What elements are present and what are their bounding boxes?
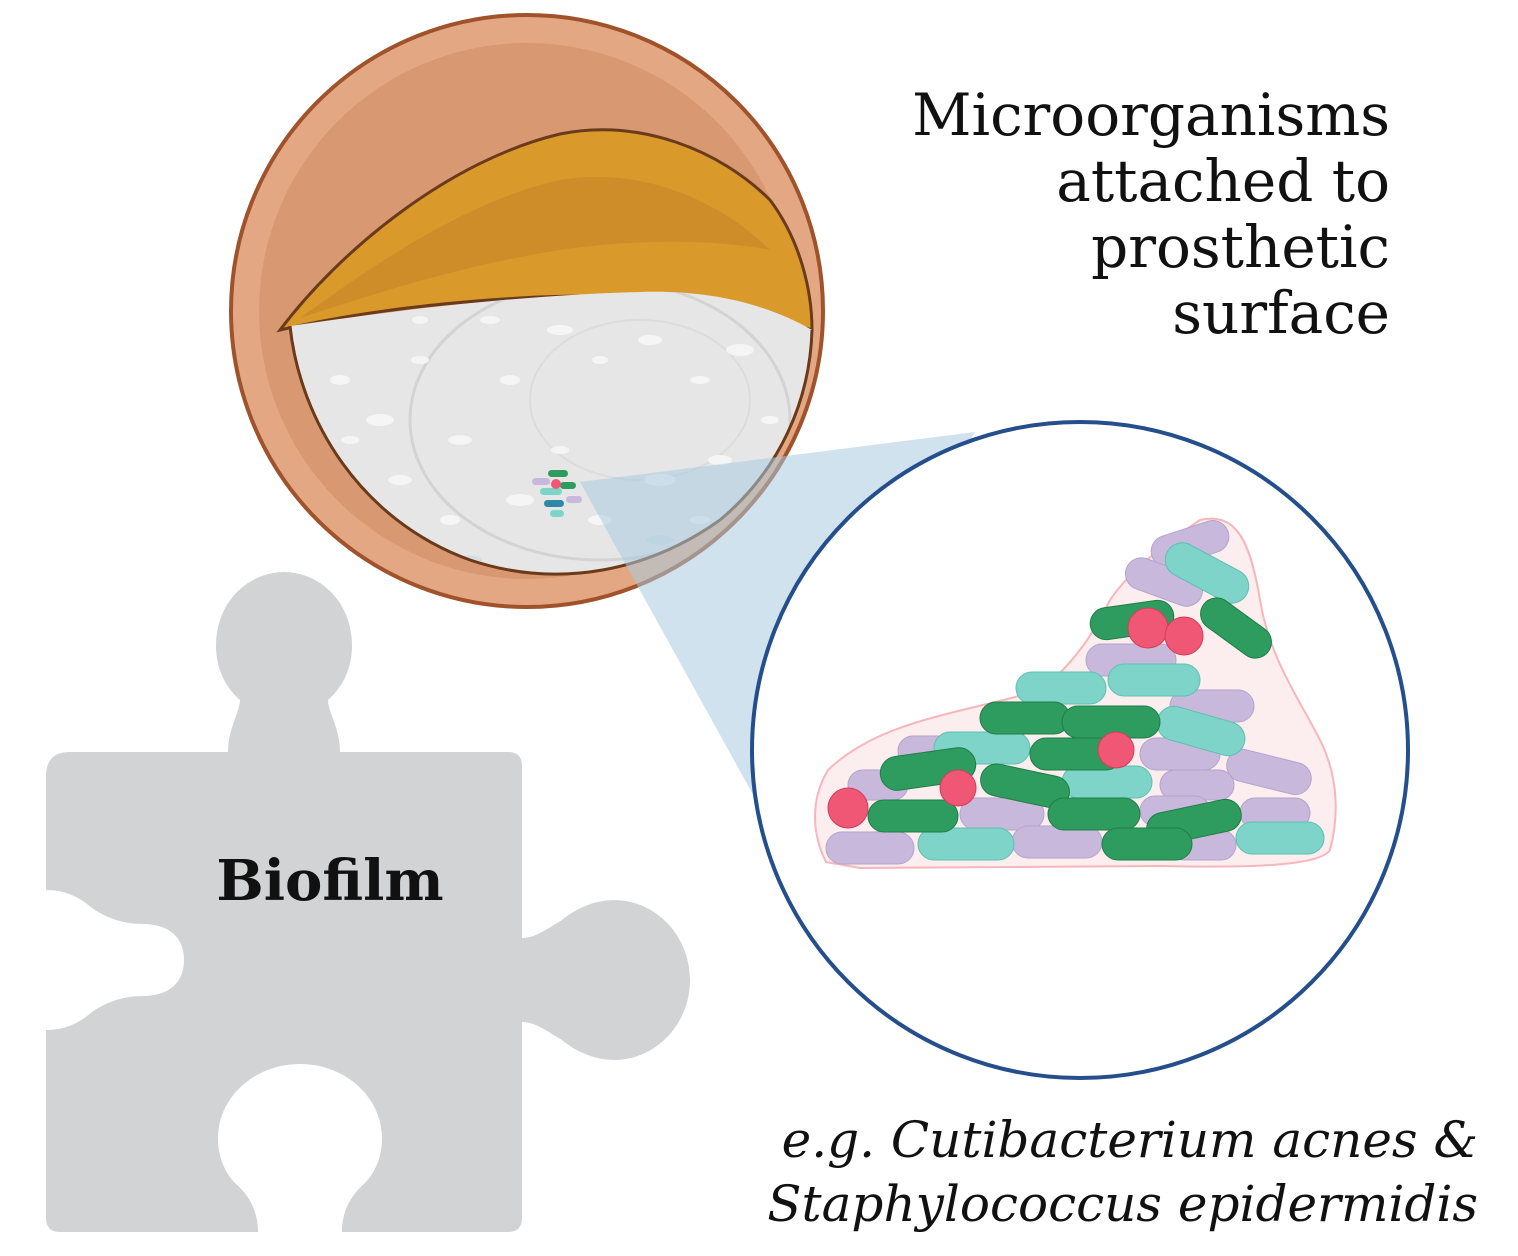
heading-line: Microorganisms bbox=[912, 81, 1390, 149]
examples-line: e.g. Cutibacterium acnes & bbox=[781, 1111, 1478, 1169]
examples-caption: e.g. Cutibacterium acnes & Staphylococcu… bbox=[578, 1108, 1478, 1236]
surface-biofilm-spot bbox=[532, 470, 582, 517]
biofilm-cluster bbox=[814, 517, 1337, 870]
examples-line: Staphylococcus epidermidis bbox=[767, 1175, 1478, 1233]
puzzle-label: Biofilm bbox=[216, 848, 444, 914]
cup-inner-highlight bbox=[300, 176, 770, 318]
heading-line: prosthetic bbox=[1091, 213, 1390, 281]
puzzle-piece bbox=[46, 572, 690, 1232]
heading: Microorganisms attached to prosthetic su… bbox=[790, 82, 1390, 346]
heading-line: surface bbox=[1172, 279, 1390, 347]
heading-line: attached to bbox=[1056, 147, 1390, 215]
liner-edge bbox=[288, 325, 814, 576]
